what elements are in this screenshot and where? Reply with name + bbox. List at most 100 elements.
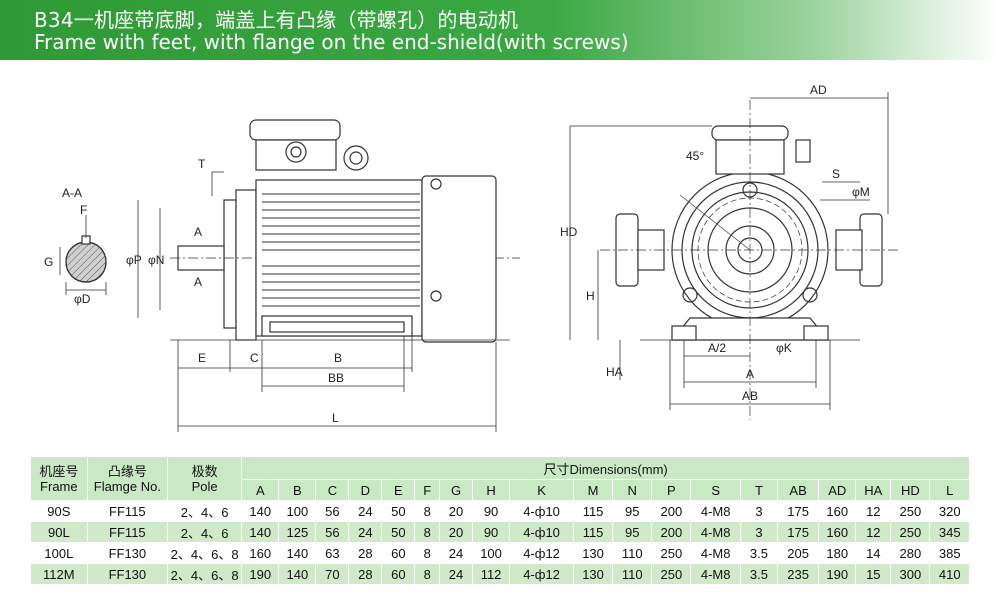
cell-p: 250 bbox=[651, 563, 692, 585]
cell-l: 385 bbox=[929, 542, 970, 564]
cell-k: 4-ф10 bbox=[509, 500, 574, 522]
cell-flange: FF130 bbox=[86, 563, 169, 585]
label-L: L bbox=[332, 411, 339, 425]
cell-m: 130 bbox=[572, 542, 614, 564]
cell-n: 110 bbox=[612, 563, 653, 585]
column-header-ha: HA bbox=[855, 479, 892, 501]
cell-l: 410 bbox=[929, 563, 970, 585]
cell-ab: 235 bbox=[776, 563, 820, 585]
label-AB: AB bbox=[742, 389, 758, 403]
cell-t: 3 bbox=[739, 521, 779, 543]
cell-d: 24 bbox=[348, 500, 383, 522]
header-pole-cn: 极数 bbox=[191, 463, 218, 479]
cell-s: 4-M8 bbox=[690, 542, 741, 564]
cell-hd: 280 bbox=[890, 542, 931, 564]
cell-d: 28 bbox=[348, 563, 383, 585]
cell-a: 160 bbox=[241, 542, 280, 564]
cell-g: 24 bbox=[439, 542, 474, 564]
column-header-m: M bbox=[572, 479, 614, 501]
column-header-g: G bbox=[439, 479, 474, 501]
cell-h: 90 bbox=[472, 500, 511, 522]
cell-b: 125 bbox=[278, 521, 317, 543]
cell-ha: 12 bbox=[855, 521, 892, 543]
cell-ad: 190 bbox=[818, 563, 857, 585]
header-flange-cn: 凸缘号 bbox=[107, 463, 147, 479]
cell-k: 4-ф12 bbox=[509, 542, 574, 564]
column-header-ad: AD bbox=[818, 479, 857, 501]
cell-k: 4-ф10 bbox=[509, 521, 574, 543]
cell-n: 95 bbox=[612, 521, 653, 543]
column-header-d: D bbox=[348, 479, 383, 501]
cell-frame: 90S bbox=[30, 500, 88, 522]
cell-h: 90 bbox=[472, 521, 511, 543]
column-header-e: E bbox=[381, 479, 416, 501]
cell-e: 50 bbox=[381, 500, 416, 522]
label-F: F bbox=[80, 203, 87, 217]
cell-flange: FF115 bbox=[86, 521, 169, 543]
cell-k: 4-ф12 bbox=[509, 563, 574, 585]
cell-g: 24 bbox=[439, 563, 474, 585]
cell-f: 8 bbox=[414, 500, 441, 522]
header-frame-en: Frame bbox=[40, 478, 78, 494]
cell-a: 140 bbox=[241, 521, 280, 543]
column-header-ab: AB bbox=[776, 479, 820, 501]
cell-p: 250 bbox=[651, 542, 692, 564]
label-M: φM bbox=[852, 185, 870, 199]
technical-drawing: A-A F G φD T A A φP φN E C B BB L AD HD … bbox=[44, 83, 900, 432]
cell-h: 112 bbox=[472, 563, 511, 585]
label-S: S bbox=[832, 167, 840, 181]
title-english: Frame with feet, with flange on the end-… bbox=[34, 30, 629, 54]
cell-c: 56 bbox=[315, 521, 350, 543]
cell-m: 130 bbox=[572, 563, 614, 585]
column-header-c: C bbox=[315, 479, 350, 501]
cell-t: 3.5 bbox=[739, 563, 779, 585]
cell-pole: 2、4、6 bbox=[167, 500, 243, 522]
column-header-a: A bbox=[241, 479, 280, 501]
cell-hd: 250 bbox=[890, 521, 931, 543]
column-header-n: N bbox=[612, 479, 653, 501]
cell-hd: 300 bbox=[890, 563, 931, 585]
cell-l: 320 bbox=[929, 500, 970, 522]
label-P: φP bbox=[126, 253, 142, 267]
label-K: φK bbox=[776, 341, 792, 355]
label-B: B bbox=[334, 351, 342, 365]
column-header-t: T bbox=[739, 479, 779, 501]
motor-side-view bbox=[170, 119, 520, 343]
cell-ab: 175 bbox=[776, 500, 820, 522]
cell-t: 3.5 bbox=[739, 542, 779, 564]
cell-f: 8 bbox=[414, 521, 441, 543]
label-AD: AD bbox=[810, 83, 827, 97]
cell-p: 200 bbox=[651, 500, 692, 522]
label-D: φD bbox=[74, 292, 91, 306]
cell-pole: 2、4、6、8 bbox=[167, 563, 243, 585]
column-header-hd: HD bbox=[890, 479, 931, 501]
cell-pole: 2、4、6、8 bbox=[167, 542, 243, 564]
cell-h: 100 bbox=[472, 542, 511, 564]
cell-f: 8 bbox=[414, 563, 441, 585]
motor-front-view bbox=[600, 100, 900, 420]
label-A-half: A/2 bbox=[708, 341, 726, 355]
column-header-s: S bbox=[690, 479, 741, 501]
cell-l: 345 bbox=[929, 521, 970, 543]
column-header-h: H bbox=[472, 479, 511, 501]
cell-f: 8 bbox=[414, 542, 441, 564]
cell-c: 63 bbox=[315, 542, 350, 564]
label-C: C bbox=[250, 351, 259, 365]
cell-ab: 205 bbox=[776, 542, 820, 564]
cell-a: 140 bbox=[241, 500, 280, 522]
column-header-p: P bbox=[651, 479, 692, 501]
cell-hd: 250 bbox=[890, 500, 931, 522]
header-pole-en: Pole bbox=[191, 478, 218, 494]
cell-pole: 2、4、6 bbox=[167, 521, 243, 543]
cell-frame: 90L bbox=[30, 521, 88, 543]
cell-m: 115 bbox=[572, 521, 614, 543]
label-HA: HA bbox=[606, 365, 623, 379]
cell-flange: FF130 bbox=[86, 542, 169, 564]
label-A-bottom: A bbox=[194, 275, 202, 289]
